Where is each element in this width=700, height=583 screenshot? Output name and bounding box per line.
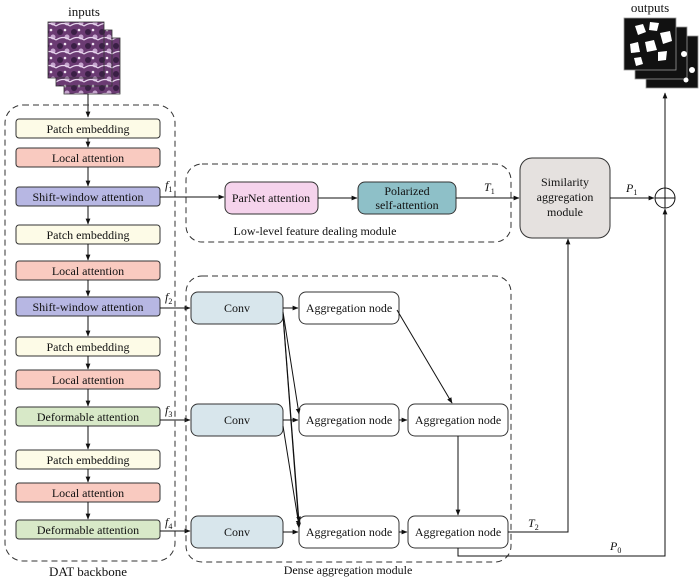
shift-window-attention-1-label: Shift-window attention: [33, 190, 144, 204]
local-attention-4-label: Local attention: [52, 486, 124, 500]
f2-label: f2: [165, 290, 172, 306]
dense-container: [185, 275, 512, 563]
p0-label: P0: [609, 539, 621, 555]
local-attention-2-label: Local attention: [52, 264, 124, 278]
similarity-label-1: Similarity: [541, 175, 589, 189]
low-level-container: [185, 163, 512, 243]
aggregation-node-1: [298, 291, 400, 325]
aggregation-node-label-3: Aggregation node: [415, 413, 501, 427]
f1-label: f1: [165, 178, 172, 194]
outputs-label: outputs: [631, 0, 669, 15]
local-attention-3-label: Local attention: [52, 373, 124, 387]
output-masks: [623, 17, 699, 89]
sum-node: [654, 187, 676, 209]
t2-arrow: [508, 238, 571, 533]
input-images: [47, 21, 121, 95]
deformable-attention-1-label: Deformable attention: [37, 410, 139, 424]
t2-label: T2: [528, 516, 539, 532]
similarity-label-3: module: [547, 205, 583, 219]
patch-embedding-2-label: Patch embedding: [47, 228, 130, 242]
polarized-label-2: self-attention: [375, 198, 438, 212]
shift-window-attention-2-label: Shift-window attention: [33, 300, 144, 314]
f3-label: f3: [165, 403, 172, 419]
polarized-label-1: Polarized: [384, 184, 429, 198]
deformable-attention-2-label: Deformable attention: [37, 523, 139, 537]
backbone-container: [4, 104, 176, 562]
patch-embedding-3-label: Patch embedding: [47, 340, 130, 354]
aggregation-node-label-1: Aggregation node: [306, 301, 392, 315]
p1-label: P1: [625, 181, 637, 197]
dense-connections: [282, 305, 461, 535]
similarity-label-2: aggregation: [537, 190, 594, 204]
p0-arrow: [457, 208, 668, 557]
dense-module-label: Dense aggregation module: [284, 563, 413, 577]
backbone-label: DAT backbone: [49, 564, 127, 579]
conv-label-2: Conv: [224, 413, 250, 427]
aggregation-node-label-5: Aggregation node: [415, 525, 501, 539]
f4-label: f4: [165, 515, 172, 531]
aggregation-node-label-2: Aggregation node: [306, 413, 392, 427]
patch-embedding-4-label: Patch embedding: [47, 453, 130, 467]
low-level-module-label: Low-level feature dealing module: [234, 224, 397, 238]
deformable-attention-2-block: [15, 519, 161, 540]
local-attention-1-label: Local attention: [52, 151, 124, 165]
t1-label: T1: [484, 180, 495, 196]
conv-label-3: Conv: [224, 525, 250, 539]
aggregation-node-label-4: Aggregation node: [306, 525, 392, 539]
patch-embedding-1-label: Patch embedding: [47, 122, 130, 136]
inputs-label: inputs: [68, 4, 100, 19]
conv-label-1: Conv: [224, 301, 250, 315]
parnet-attention-label: ParNet attention: [232, 191, 310, 205]
